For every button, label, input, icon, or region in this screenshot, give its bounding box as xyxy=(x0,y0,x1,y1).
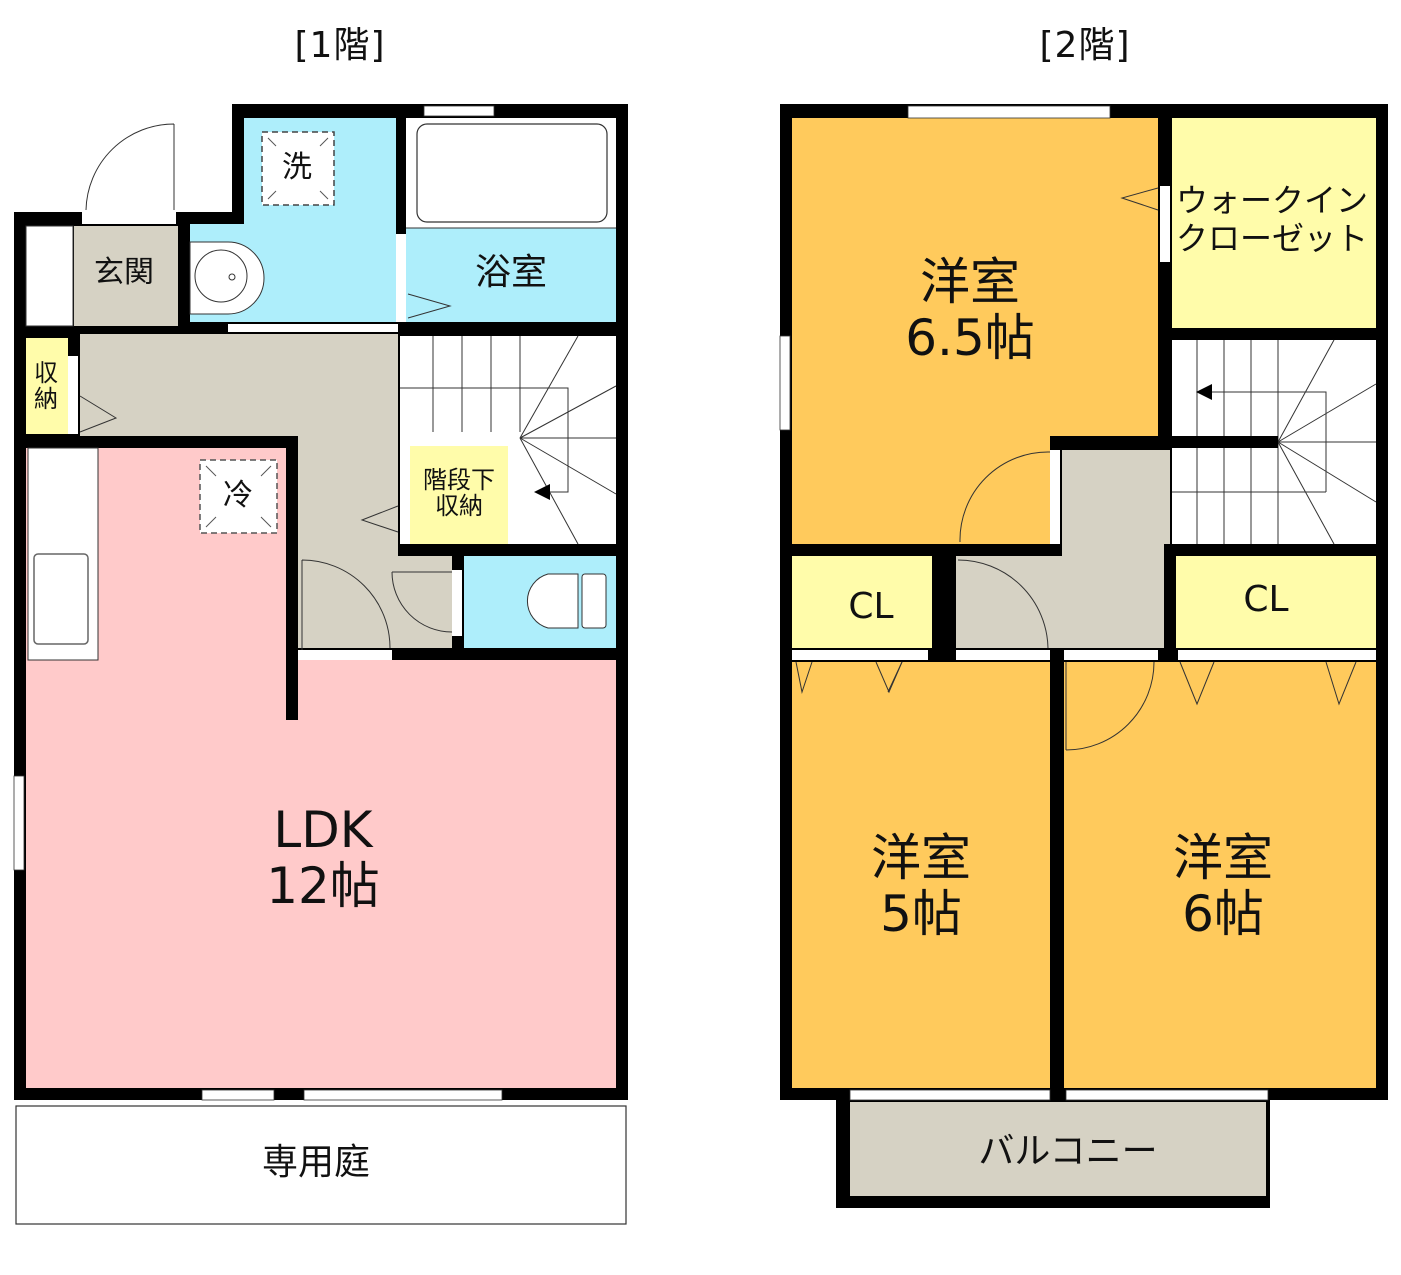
storage-label-line-2: 納 xyxy=(34,385,58,413)
western-room-c-door-swing-icon xyxy=(1065,661,1155,751)
bathroom-window xyxy=(423,105,495,117)
entrance-floor xyxy=(74,226,178,326)
toilet-door xyxy=(452,570,462,636)
under-stair-storage-floor xyxy=(410,446,508,544)
floor-2-title: [2階] xyxy=(1039,24,1131,66)
closet-left-floor xyxy=(792,556,932,648)
wic-label-line-2: クローゼット xyxy=(1175,220,1369,258)
ldk-window-right xyxy=(303,1089,503,1101)
toilet-bowl-icon xyxy=(526,573,579,629)
western-room-c-floor xyxy=(1064,662,1376,1088)
storage-floor xyxy=(26,338,68,434)
balcony-floor xyxy=(850,1102,1266,1196)
hall-floor xyxy=(80,334,452,648)
private-garden-label: 専用庭 xyxy=(261,1141,371,1183)
western-room-a-side-window xyxy=(779,335,791,431)
western-room-c-label: 洋室 6帖 xyxy=(1173,830,1273,942)
under-stair-door-swing-icon xyxy=(360,505,399,533)
western-room-a-window xyxy=(907,105,1111,119)
room-c-balcony-window xyxy=(1065,1089,1269,1101)
entrance-door-opening xyxy=(82,212,176,224)
bathroom-door xyxy=(396,234,406,322)
room-c-door-opening xyxy=(1064,650,1158,660)
ldk-side-window xyxy=(13,775,25,871)
hall-2f-floor xyxy=(956,450,1170,648)
closet-right-sliding-door xyxy=(1178,650,1376,660)
western-room-a-floor xyxy=(792,118,1158,544)
western-room-a-size: 6.5帖 xyxy=(905,309,1035,367)
closet-right-door-marks-icon xyxy=(1179,661,1357,706)
entrance-door-swing-icon xyxy=(85,123,175,211)
closet-right-floor xyxy=(1176,556,1376,648)
washroom-sliding-door xyxy=(228,324,398,332)
kitchen-sink-icon xyxy=(33,553,89,645)
ldk-door xyxy=(298,650,392,660)
washer-label: 洗 xyxy=(282,150,312,186)
western-room-b-name: 洋室 xyxy=(871,829,971,887)
ldk-window-left xyxy=(201,1089,275,1101)
western-room-b-size: 5帖 xyxy=(880,885,962,943)
western-room-c-size: 6帖 xyxy=(1182,885,1264,943)
room-b-door-opening xyxy=(956,650,1050,660)
second-floor xyxy=(779,104,1388,1208)
ldk-wall-stub xyxy=(286,648,298,720)
balcony-label: バルコニー xyxy=(978,1130,1158,1172)
western-room-b-floor xyxy=(792,662,1050,1088)
storage-door-swing-icon xyxy=(79,395,118,433)
floor-1-title: [1階] xyxy=(294,24,386,66)
under-stair-storage-label: 階段下 収納 xyxy=(423,466,495,520)
toilet-tank-icon xyxy=(581,573,607,629)
ldk-label: LDK 12帖 xyxy=(266,802,380,914)
shoe-cabinet xyxy=(25,225,74,327)
western-room-c-name: 洋室 xyxy=(1173,829,1273,887)
ldk-size: 12帖 xyxy=(266,857,380,915)
fridge-label: 冷 xyxy=(223,478,253,514)
bathroom-floor xyxy=(406,228,616,322)
stairs-2f-landing-wall xyxy=(1160,436,1278,448)
western-room-a-door xyxy=(1050,450,1060,544)
under-stair-label-line-2: 収納 xyxy=(435,492,483,520)
bathtub-icon xyxy=(416,123,608,223)
western-room-a-name: 洋室 xyxy=(920,253,1020,311)
western-room-a-label: 洋室 6.5帖 xyxy=(905,254,1035,366)
under-stair-storage-door xyxy=(400,458,410,534)
entrance-label: 玄関 xyxy=(94,255,154,291)
storage-door xyxy=(68,356,78,434)
room-b-balcony-window xyxy=(849,1089,1051,1101)
stair-direction-arrow-icon xyxy=(534,484,550,500)
bathroom-door-swing-icon xyxy=(407,293,452,319)
closet-left-door-swing-icon xyxy=(957,559,1049,649)
storage-label-line-1: 収 xyxy=(34,359,58,388)
ldk-name: LDK xyxy=(273,801,373,859)
toilet-door-swing-icon xyxy=(391,571,453,633)
closet-left-sliding-door xyxy=(792,650,928,660)
walk-in-closet-label: ウォークイン クローゼット xyxy=(1176,182,1368,259)
bathroom-label: 浴室 xyxy=(474,251,548,293)
closet-left-label: CL xyxy=(848,585,894,627)
western-room-b-label: 洋室 5帖 xyxy=(871,830,971,942)
closet-right-label: CL xyxy=(1243,578,1289,620)
private-garden xyxy=(15,1105,627,1225)
ldk-floor xyxy=(26,448,616,1088)
ldk-door-swing-icon xyxy=(301,559,391,650)
first-floor xyxy=(13,104,628,1225)
stair-direction-arrow-2f-icon xyxy=(1196,384,1212,400)
wic-label-line-1: ウォークイン xyxy=(1175,181,1369,220)
walk-in-closet-door xyxy=(1160,186,1170,262)
storage-label: 収 納 xyxy=(34,359,58,413)
under-stair-label-line-1: 階段下 xyxy=(423,466,495,495)
walk-in-closet-floor xyxy=(1172,118,1376,328)
closet-left-door-marks-icon xyxy=(795,661,903,694)
western-room-a-door-swing-icon xyxy=(959,451,1051,543)
wic-door-swing-icon xyxy=(1120,187,1159,211)
